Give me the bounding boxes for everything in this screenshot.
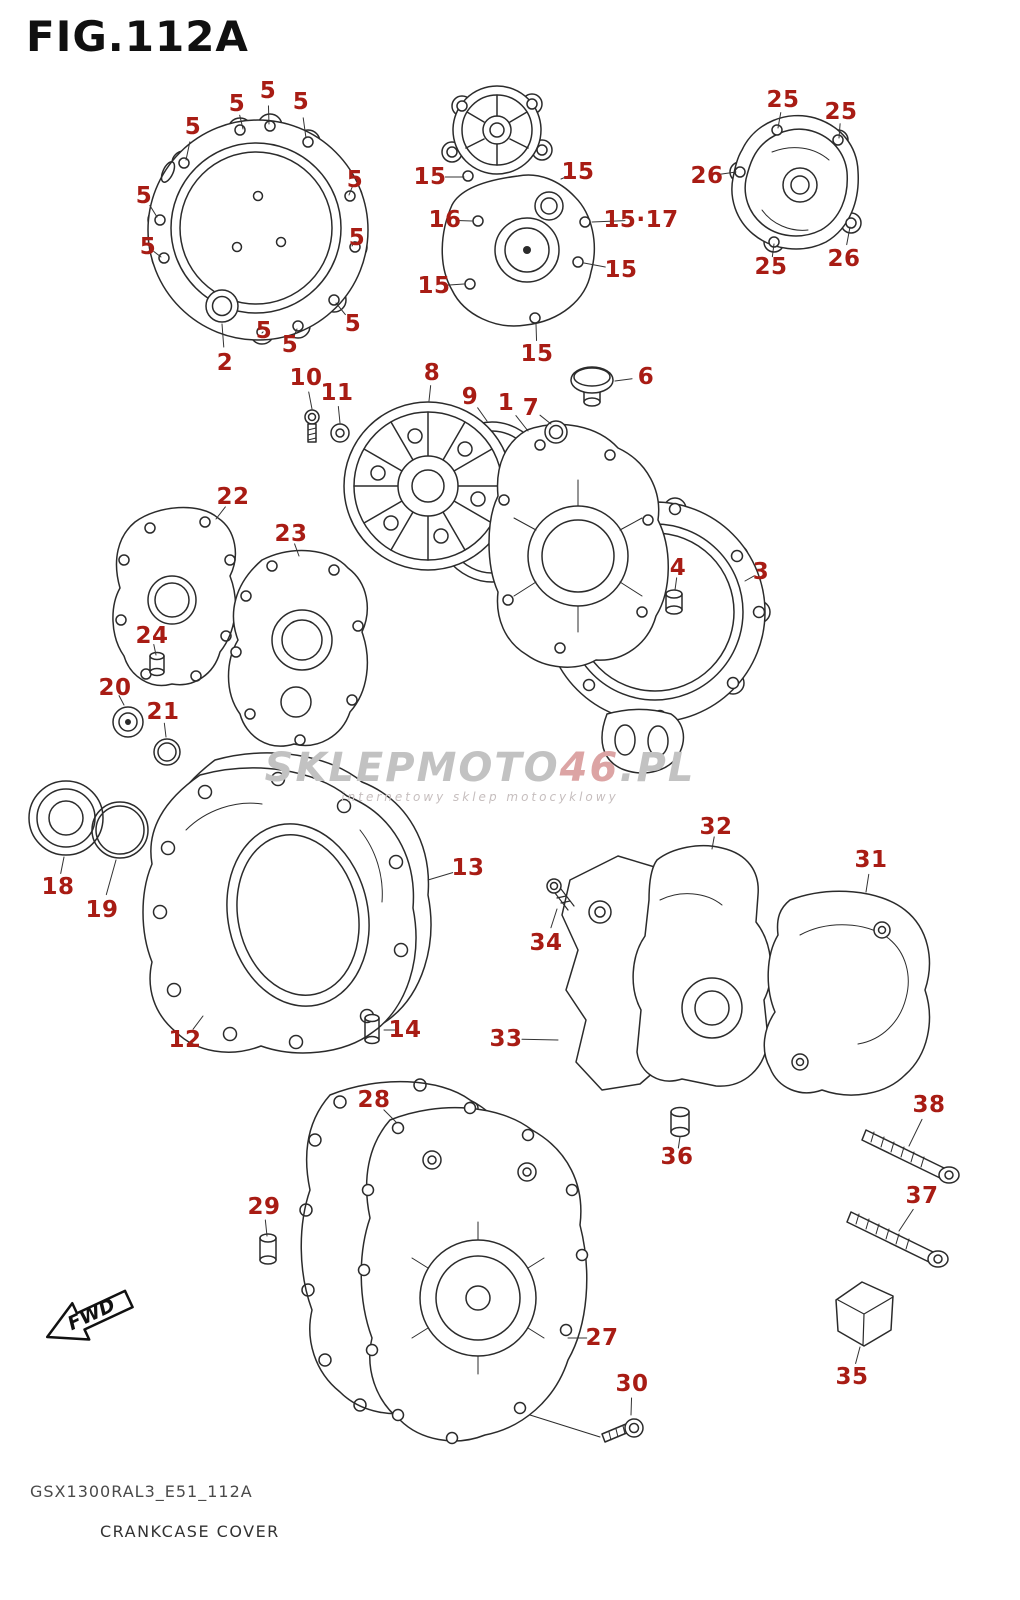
part-callout-25-19[interactable]: 25 [766, 87, 800, 113]
part-callout-30-54[interactable]: 30 [615, 1371, 649, 1397]
fwd-arrow-icon [45, 1289, 134, 1341]
part-callout-4-36[interactable]: 4 [669, 555, 687, 581]
part-callout-27-53[interactable]: 27 [585, 1325, 619, 1351]
part-callout-5-2[interactable]: 5 [292, 89, 310, 115]
figure-caption: CRANKCASE COVER [100, 1522, 280, 1541]
part-callout-26-22[interactable]: 26 [827, 246, 861, 272]
part-callout-2-11[interactable]: 2 [216, 350, 234, 376]
part-callout-26-21[interactable]: 26 [690, 163, 724, 189]
part-callout-31-44[interactable]: 31 [854, 847, 888, 873]
part-callout-15-17[interactable]: 15 [417, 273, 451, 299]
part-callout-29-52[interactable]: 29 [247, 1194, 281, 1220]
part-callout-38-48[interactable]: 38 [912, 1092, 946, 1118]
part-callout-9-27[interactable]: 9 [461, 384, 479, 410]
part-callout-10-24[interactable]: 10 [289, 365, 323, 391]
part-callout-5-3[interactable]: 5 [184, 114, 202, 140]
part-callout-3-37[interactable]: 3 [752, 559, 770, 585]
part-callout-1-28[interactable]: 1 [497, 390, 515, 416]
watermark: SKLEPMOTO46.PL internetowy sklep motocyk… [230, 748, 730, 804]
part-callout-33-46[interactable]: 33 [489, 1026, 523, 1052]
part-callout-5-1[interactable]: 5 [228, 91, 246, 117]
right-covers-art [546, 844, 960, 1347]
part-callout-14-42[interactable]: 14 [388, 1017, 422, 1043]
part-callout-5-8[interactable]: 5 [344, 311, 362, 337]
fwd-label: FWD [64, 1294, 118, 1335]
part-callout-12-41[interactable]: 12 [168, 1027, 202, 1053]
part-callout-5-9[interactable]: 5 [281, 332, 299, 358]
part-callout-5-4[interactable]: 5 [346, 167, 364, 193]
bottom-covers-art [259, 1078, 644, 1445]
part-callout-15-18[interactable]: 15 [520, 341, 554, 367]
magneto-cover-art [729, 114, 862, 253]
part-callout-13-40[interactable]: 13 [451, 855, 485, 881]
part-callout-15-17-15[interactable]: 15·17 [603, 207, 679, 233]
part-callout-35-50[interactable]: 35 [835, 1364, 869, 1390]
part-callout-15-16[interactable]: 15 [604, 257, 638, 283]
part-callout-36-47[interactable]: 36 [660, 1144, 694, 1170]
part-callout-11-25[interactable]: 11 [320, 380, 354, 406]
part-callout-18-38[interactable]: 18 [41, 874, 75, 900]
part-callout-28-51[interactable]: 28 [357, 1087, 391, 1113]
part-callout-5-0[interactable]: 5 [259, 78, 277, 104]
fwd-marker: FWD [45, 1289, 134, 1341]
gear-cover-art [441, 85, 596, 327]
part-callout-23-32[interactable]: 23 [274, 521, 308, 547]
part-callout-5-7[interactable]: 5 [139, 234, 157, 260]
part-callout-19-39[interactable]: 19 [85, 897, 119, 923]
clutch-cover-art [147, 113, 369, 345]
main-cover-art [142, 752, 432, 1054]
leader-lines [60, 105, 923, 1416]
part-callout-34-45[interactable]: 34 [529, 930, 563, 956]
part-callout-20-34[interactable]: 20 [98, 675, 132, 701]
part-callout-25-20[interactable]: 25 [824, 99, 858, 125]
watermark-text: SKLEPMOTO46.PL [264, 745, 696, 791]
watermark-subtitle: internetowy sklep motocyklowy [341, 790, 619, 804]
part-callout-7-29[interactable]: 7 [522, 395, 540, 421]
left-covers-art [28, 506, 369, 859]
part-callout-5-5[interactable]: 5 [135, 183, 153, 209]
part-callout-5-6[interactable]: 5 [348, 225, 366, 251]
center-covers-art [304, 366, 771, 774]
part-callout-15-12[interactable]: 15 [413, 164, 447, 190]
part-callout-16-13[interactable]: 16 [428, 207, 462, 233]
part-callout-15-14[interactable]: 15 [561, 159, 595, 185]
figure-code: GSX1300RAL3_E51_112A [30, 1482, 253, 1501]
part-callout-24-33[interactable]: 24 [135, 623, 169, 649]
part-callout-25-23[interactable]: 25 [754, 254, 788, 280]
figure-title: FIG.112A [26, 12, 249, 61]
part-callout-5-10[interactable]: 5 [255, 318, 273, 344]
part-callout-6-30[interactable]: 6 [637, 364, 655, 390]
part-callout-32-43[interactable]: 32 [699, 814, 733, 840]
part-callout-8-26[interactable]: 8 [423, 360, 441, 386]
part-callout-22-31[interactable]: 22 [216, 484, 250, 510]
part-callout-37-49[interactable]: 37 [905, 1183, 939, 1209]
part-callout-21-35[interactable]: 21 [146, 699, 180, 725]
